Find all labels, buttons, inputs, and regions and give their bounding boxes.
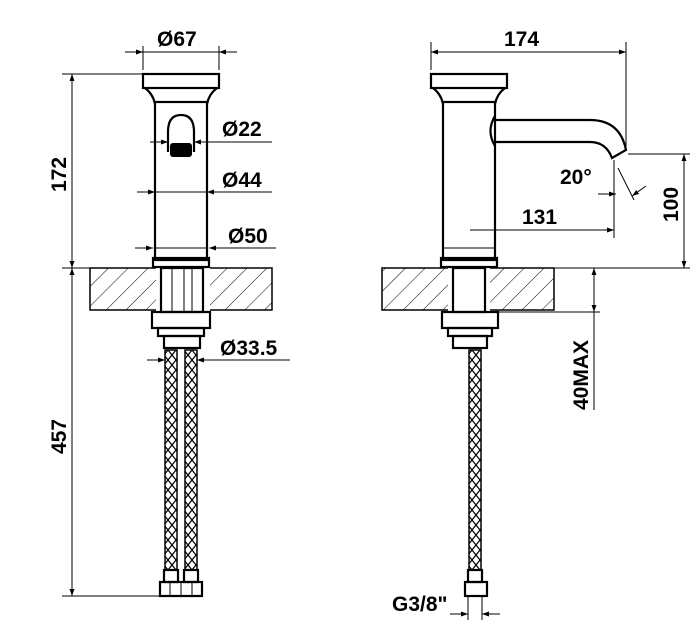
side-body <box>441 100 497 262</box>
dim-spout-reach: 131 <box>522 206 557 229</box>
push-button-shadow <box>170 143 192 157</box>
spout-joint <box>489 115 496 147</box>
countertop-gap-right <box>448 266 490 312</box>
dim-spout-height: 100 <box>660 187 683 222</box>
dim-base: Ø50 <box>228 225 268 248</box>
side-nut <box>440 310 500 330</box>
spout <box>495 118 628 160</box>
front-view: Ø67 Ø22 Ø44 Ø50 Ø33.5 172 457 <box>48 28 290 598</box>
push-button <box>166 113 196 152</box>
front-fitting-right <box>182 568 200 584</box>
front-body <box>153 100 209 262</box>
side-fitting <box>466 568 484 584</box>
dim-button: Ø22 <box>222 118 262 141</box>
side-hose <box>468 349 482 571</box>
dim-hose-length: 457 <box>48 419 71 454</box>
dim-shank: Ø33.5 <box>220 337 278 360</box>
front-nut-lower <box>156 326 206 338</box>
front-top-cap <box>141 72 221 90</box>
side-view: 174 20° 131 100 40MAX G3/8" <box>381 28 690 620</box>
dim-max-thickness: 40MAX <box>570 340 593 410</box>
side-top-cap <box>429 72 509 90</box>
dim-total-width: 174 <box>504 28 539 51</box>
front-nut <box>150 310 212 330</box>
dim-thread: G3/8" <box>392 593 447 616</box>
front-hose-right <box>184 349 198 571</box>
side-fitting-nut <box>463 580 489 598</box>
front-fitting-left <box>162 568 180 584</box>
dim-body: Ø44 <box>222 169 262 192</box>
countertop-gap-left <box>156 266 210 312</box>
front-hose-left <box>164 349 178 571</box>
dim-angle: 20° <box>560 166 592 189</box>
dim-height: 172 <box>48 157 71 192</box>
dim-top-width: Ø67 <box>157 28 197 51</box>
